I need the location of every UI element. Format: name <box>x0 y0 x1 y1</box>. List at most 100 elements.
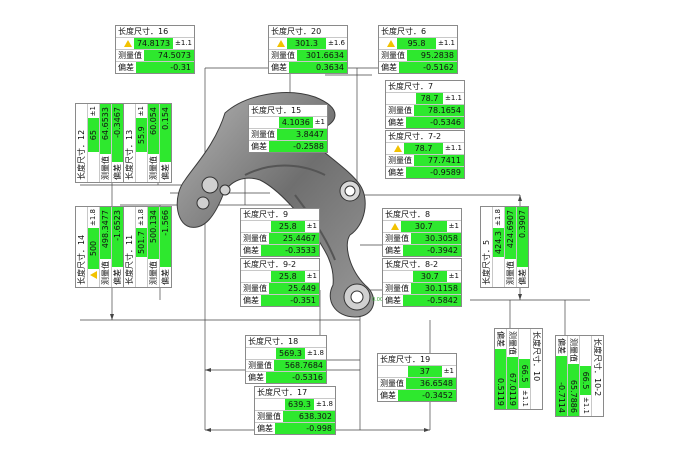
measured-label: 测量值 <box>381 50 405 60</box>
tolerance: ±1.1 <box>582 397 590 414</box>
measured-value: 301.6634 <box>297 50 347 61</box>
nominal-value: 78.7 <box>416 93 443 104</box>
deviation-label: 偏差 <box>385 245 401 255</box>
deviation-value: -0.3452 <box>398 390 456 401</box>
deviation-value: 0.5119 <box>495 349 506 409</box>
deviation-value: -0.9589 <box>406 167 464 178</box>
nominal-value: 66.5 <box>580 366 591 395</box>
deviation-value: -1.566 <box>160 207 171 267</box>
callout-title: 长度尺寸．13 <box>124 129 134 180</box>
tolerance: ±1.1 <box>445 144 462 152</box>
nominal-value: 501.7 <box>136 228 147 257</box>
measured-value: 64.6533 <box>100 104 111 154</box>
deviation-value: -0.3533 <box>261 245 319 256</box>
deviation-label: 偏差 <box>160 164 170 180</box>
deviation-label: 偏差 <box>118 62 134 72</box>
deviation-label: 偏差 <box>160 269 170 285</box>
nominal-value: 30.7 <box>413 271 447 282</box>
tolerance: ±1.1 <box>438 39 455 47</box>
tolerance: ±1.8 <box>307 349 324 357</box>
warning-icon <box>277 40 285 47</box>
measured-label: 测量值 <box>505 261 515 285</box>
deviation-label: 偏差 <box>243 295 259 305</box>
deviation-label: 偏差 <box>243 245 259 255</box>
measured-value: 25.4467 <box>269 233 319 244</box>
deviation-value: -1.6523 <box>112 207 123 267</box>
measured-value: 95.2838 <box>407 50 457 61</box>
measured-label: 测量值 <box>243 233 267 243</box>
measured-label: 测量值 <box>271 50 295 60</box>
measured-label: 测量值 <box>148 156 158 180</box>
deviation-label: 偏差 <box>517 269 527 285</box>
tolerance: ±1.1 <box>445 94 462 102</box>
nominal-value: 74.8173 <box>134 38 173 49</box>
deviation-value: 0.154 <box>160 104 171 162</box>
deviation-value: 0.3907 <box>517 207 528 267</box>
tolerance: ±1.8 <box>316 400 333 408</box>
warning-icon <box>90 271 97 279</box>
measured-label: 测量值 <box>243 283 267 293</box>
callout-title: 长度尺寸．19 <box>380 354 431 364</box>
measured-value: 74.5073 <box>144 50 194 61</box>
measured-value: 3.8447 <box>277 129 327 140</box>
measured-value: 30.3058 <box>411 233 461 244</box>
tolerance: ±1.1 <box>521 390 529 407</box>
tolerance: ±1 <box>89 106 97 117</box>
deviation-label: 偏差 <box>388 167 404 177</box>
callout-title: 长度尺寸．10-2 <box>593 338 603 397</box>
deviation-label: 偏差 <box>385 295 401 305</box>
callout-title: 长度尺寸．7 <box>388 81 434 91</box>
callout-title: 长度尺寸．18 <box>248 336 299 346</box>
nominal-value: 4.1036 <box>279 117 313 128</box>
deviation-value: -0.5346 <box>406 117 464 128</box>
measured-label: 测量值 <box>257 411 281 421</box>
callout-title: 长度尺寸．20 <box>271 26 322 36</box>
nominal-value: 424.3 <box>493 228 504 257</box>
deviation-value: -0.5316 <box>266 372 326 383</box>
deviation-value: -0.3467 <box>112 104 123 162</box>
measured-value: 67.0119 <box>507 357 518 409</box>
nominal-value: 25.8 <box>271 271 305 282</box>
deviation-value: -0.2588 <box>269 141 327 152</box>
deviation-label: 偏差 <box>112 269 122 285</box>
callout-title: 长度尺寸．12 <box>76 129 86 180</box>
tolerance: ±1 <box>314 118 325 126</box>
measured-value: 60.054 <box>148 104 159 154</box>
deviation-value: -0.998 <box>275 423 335 434</box>
measured-label: 测量值 <box>388 105 412 115</box>
nominal-value: 30.7 <box>401 221 447 232</box>
callout-title: 长度尺寸．5 <box>481 239 491 285</box>
deviation-value: 0.3634 <box>289 62 347 73</box>
deviation-label: 偏差 <box>557 338 567 354</box>
measured-label: 测量值 <box>508 331 518 355</box>
nominal-value: 65 <box>88 118 99 152</box>
warning-icon <box>387 40 395 47</box>
measured-value: 568.7684 <box>274 360 326 371</box>
deviation-label: 偏差 <box>388 117 404 127</box>
callout-title: 长度尺寸．7-2 <box>388 131 442 141</box>
nominal-value: 301.3 <box>287 38 326 49</box>
warning-icon <box>124 40 132 47</box>
nominal-value: 37 <box>408 366 442 377</box>
deviation-value: -0.31 <box>136 62 194 73</box>
measured-value: 638.302 <box>283 411 335 422</box>
measured-value: 78.1654 <box>414 105 464 116</box>
callout-title: 长度尺寸．8-2 <box>385 259 439 269</box>
tolerance: ±1.8 <box>494 209 502 226</box>
tolerance: ±1 <box>137 106 145 117</box>
measured-label: 测量值 <box>385 283 409 293</box>
deviation-value: -0.7114 <box>556 356 567 416</box>
